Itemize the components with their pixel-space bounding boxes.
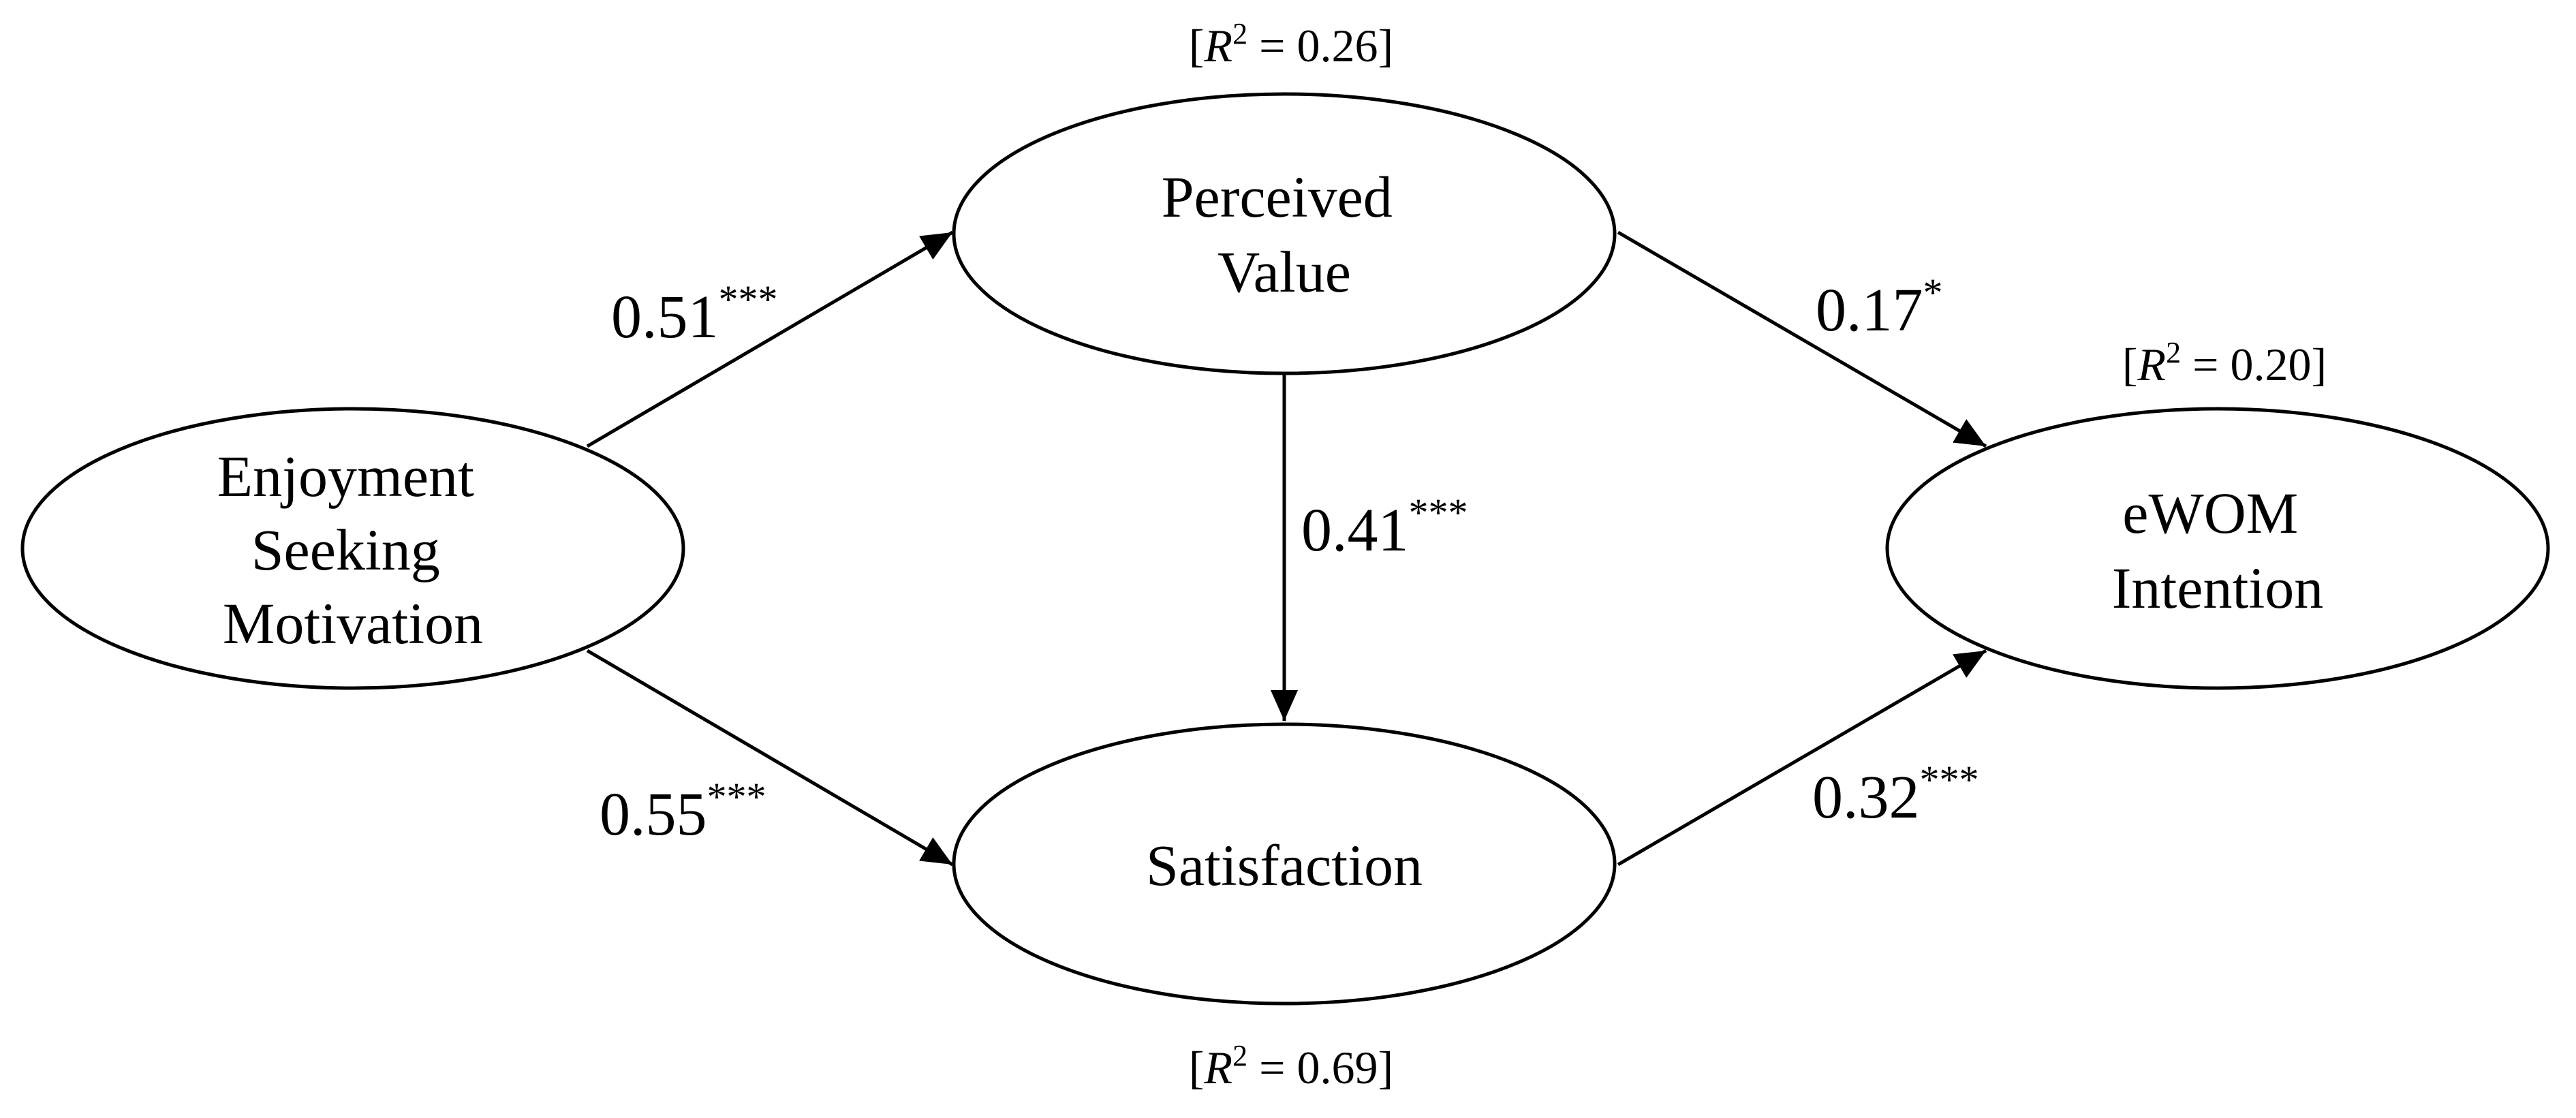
node-ewom-intention: eWOM Intention [1885, 407, 2550, 690]
arrow-enjoyment-to-perceived [586, 230, 954, 448]
node-label-line: Satisfaction [1146, 833, 1423, 898]
coefficient-satisfaction-ewom: 0.32*** [1812, 758, 1979, 831]
node-satisfaction: Satisfaction [952, 722, 1617, 1006]
arrow-enjoyment-to-satisfaction [586, 649, 954, 867]
r-squared-perceived-value: [R2 = 0.26] [1189, 17, 1393, 72]
coefficient-perceived-satisfaction: 0.41*** [1301, 491, 1468, 564]
node-perceived-value: Perceived Value [952, 92, 1617, 375]
node-label-line: eWOM [2122, 480, 2298, 546]
svg-text:Satisfaction: Satisfaction [1146, 833, 1423, 898]
svg-text:Enjoyment Seeking: Enjoyment Seeking Motivation [217, 444, 489, 656]
coefficient-enjoyment-satisfaction: 0.55*** [600, 775, 766, 848]
node-label-line: Value [1217, 239, 1351, 305]
r-squared-satisfaction: [R2 = 0.69] [1189, 1039, 1393, 1093]
node-label-line: Intention [2112, 555, 2324, 621]
r-squared-ewom-intention: [R2 = 0.20] [2122, 336, 2327, 390]
node-label-line: Motivation [223, 591, 483, 656]
svg-text:eWOM Intention: eWOM Intention [2112, 480, 2324, 621]
node-label-line: Perceived [1162, 164, 1393, 230]
arrow-perceived-to-ewom [1617, 230, 1987, 448]
svg-text:Perceived Value: Perceived Value [1162, 164, 1408, 305]
node-label-line: Enjoyment [217, 444, 474, 509]
coefficient-enjoyment-perceived: 0.51*** [611, 277, 778, 351]
node-enjoyment-seeking-motivation: Enjoyment Seeking Motivation [20, 407, 685, 690]
coefficient-perceived-ewom: 0.17* [1816, 270, 1943, 344]
node-label-line: Seeking [251, 517, 440, 583]
arrow-satisfaction-to-ewom [1617, 649, 1987, 867]
